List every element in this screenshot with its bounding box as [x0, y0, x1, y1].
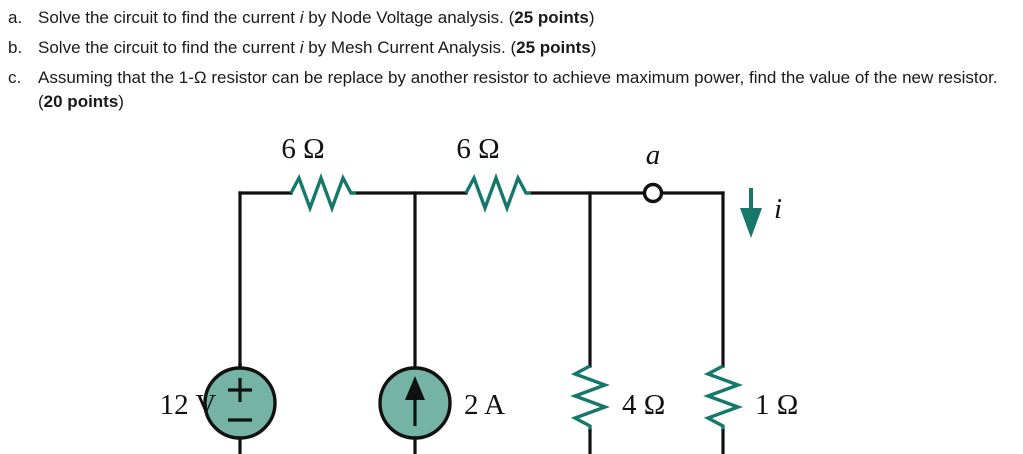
question-item-b: b. Solve the circuit to find the current… — [8, 36, 1013, 60]
label-current-i: i — [774, 193, 782, 225]
question-item-a: a. Solve the circuit to find the current… — [8, 6, 1013, 30]
resistor-4ohm-symbol — [570, 364, 610, 431]
label-resistor-6ohm-right: 6 Ω — [456, 133, 499, 165]
resistor-1ohm-symbol — [703, 364, 743, 431]
question-a-seg-2: by Node Voltage analysis. ( — [303, 8, 515, 27]
circuit-diagram: 6 Ω 6 Ω 12 V 2 A 4 Ω 1 Ω a b i — [0, 126, 1023, 454]
question-a-points: 25 points — [514, 8, 589, 27]
resistor-6ohm-right-symbol — [464, 173, 531, 213]
question-a-seg-1: i — [299, 8, 304, 27]
circuit-svg: 6 Ω 6 Ω 12 V 2 A 4 Ω 1 Ω a b i — [160, 133, 798, 454]
question-c-seg-2: ) — [118, 92, 124, 111]
question-b-seg-2: by Mesh Current Analysis. ( — [303, 38, 517, 57]
question-c-seg-0: Assuming that the 1-Ω resistor can be re… — [38, 68, 998, 111]
question-c-points: 20 points — [43, 92, 119, 111]
resistor-6ohm-left-symbol — [289, 173, 356, 213]
label-resistor-4ohm: 4 Ω — [622, 389, 665, 421]
question-list: a. Solve the circuit to find the current… — [8, 6, 1013, 120]
current-source-arrow-head — [405, 376, 425, 400]
question-b-seg-1: i — [299, 38, 304, 57]
question-b-points: 25 points — [516, 38, 591, 57]
label-resistor-1ohm: 1 Ω — [755, 389, 798, 421]
question-b-seg-0: Solve the circuit to find the current — [38, 38, 300, 57]
plus-icon — [228, 378, 252, 402]
question-a-seg-0: Solve the circuit to find the current — [38, 8, 300, 27]
question-item-c: c. Assuming that the 1-Ω resistor can be… — [8, 66, 1013, 114]
label-node-a: a — [646, 139, 661, 171]
question-b-seg-4: ) — [590, 38, 597, 57]
question-marker-c: c. — [8, 68, 22, 87]
question-a-seg-4: ) — [588, 8, 595, 27]
label-current-source: 2 A — [464, 389, 505, 421]
question-text-a: Solve the circuit to find the current i … — [38, 6, 1013, 30]
question-marker-b: b. — [8, 38, 23, 57]
question-text-c: Assuming that the 1-Ω resistor can be re… — [38, 66, 1013, 114]
terminal-a-node — [642, 182, 664, 204]
question-marker-a: a. — [8, 8, 23, 27]
label-resistor-6ohm-left: 6 Ω — [281, 133, 324, 165]
current-i-arrow-head — [740, 208, 762, 238]
question-text-b: Solve the circuit to find the current i … — [38, 36, 1013, 60]
label-voltage-source: 12 V — [160, 389, 217, 421]
